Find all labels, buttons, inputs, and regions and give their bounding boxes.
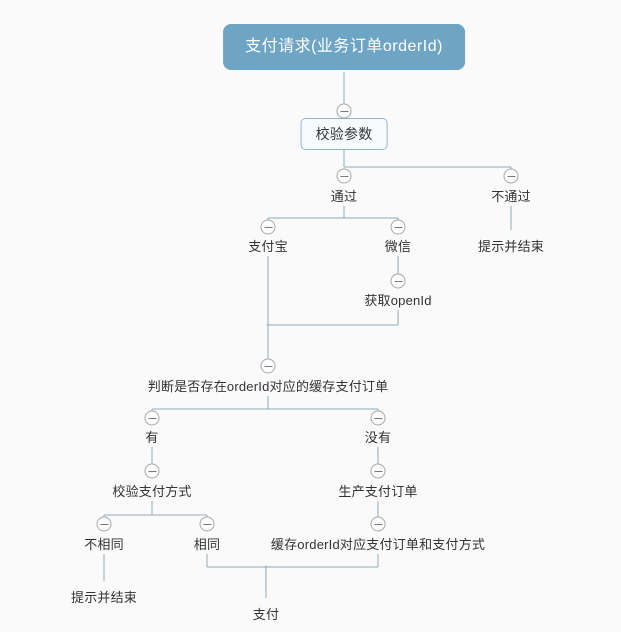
toggle-has-collapse-minus-icon[interactable] (144, 410, 160, 426)
junction-merge-alipay-openid (266, 323, 270, 327)
node-pay[interactable]: 支付 (252, 607, 280, 622)
toggle-wechat-collapse-minus-icon[interactable] (390, 219, 406, 235)
node-alipay[interactable]: 支付宝 (248, 239, 288, 254)
toggle-none-collapse-minus-icon[interactable] (370, 410, 386, 426)
node-cache-order[interactable]: 缓存orderId对应支付订单和支付方式 (270, 537, 486, 552)
node-none[interactable]: 没有 (364, 430, 392, 445)
node-root[interactable]: 支付请求(业务订单orderId) (223, 24, 465, 70)
node-check-cache[interactable]: 判断是否存在orderId对应的缓存支付订单 (147, 379, 389, 394)
junction-merge-pay (264, 565, 268, 569)
toggle-cache-order-collapse-minus-icon[interactable] (370, 516, 386, 532)
toggle-fail-collapse-minus-icon[interactable] (503, 168, 519, 184)
node-pass[interactable]: 通过 (330, 189, 358, 204)
node-not-same[interactable]: 不相同 (84, 537, 124, 552)
node-wechat[interactable]: 微信 (384, 239, 412, 254)
node-has[interactable]: 有 (145, 430, 159, 445)
toggle-pass-collapse-minus-icon[interactable] (336, 168, 352, 184)
node-fail[interactable]: 不通过 (491, 189, 531, 204)
toggle-alipay-collapse-minus-icon[interactable] (260, 219, 276, 235)
toggle-not-same-collapse-minus-icon[interactable] (96, 516, 112, 532)
node-create-order[interactable]: 生产支付订单 (338, 484, 418, 499)
node-get-openid[interactable]: 获取openId (364, 293, 432, 308)
node-verify-method[interactable]: 校验支付方式 (112, 484, 192, 499)
toggle-validate-collapse-minus-icon[interactable] (336, 103, 352, 119)
node-validate[interactable]: 校验参数 (300, 118, 388, 150)
toggle-same-collapse-minus-icon[interactable] (199, 516, 215, 532)
toggle-check-cache-collapse-minus-icon[interactable] (260, 358, 276, 374)
toggle-verify-method-collapse-minus-icon[interactable] (144, 463, 160, 479)
toggle-create-order-collapse-minus-icon[interactable] (370, 463, 386, 479)
node-not-same-end[interactable]: 提示并结束 (70, 590, 138, 605)
toggle-get-openid-collapse-minus-icon[interactable] (390, 273, 406, 289)
node-fail-end[interactable]: 提示并结束 (477, 239, 545, 254)
node-same[interactable]: 相同 (193, 537, 221, 552)
